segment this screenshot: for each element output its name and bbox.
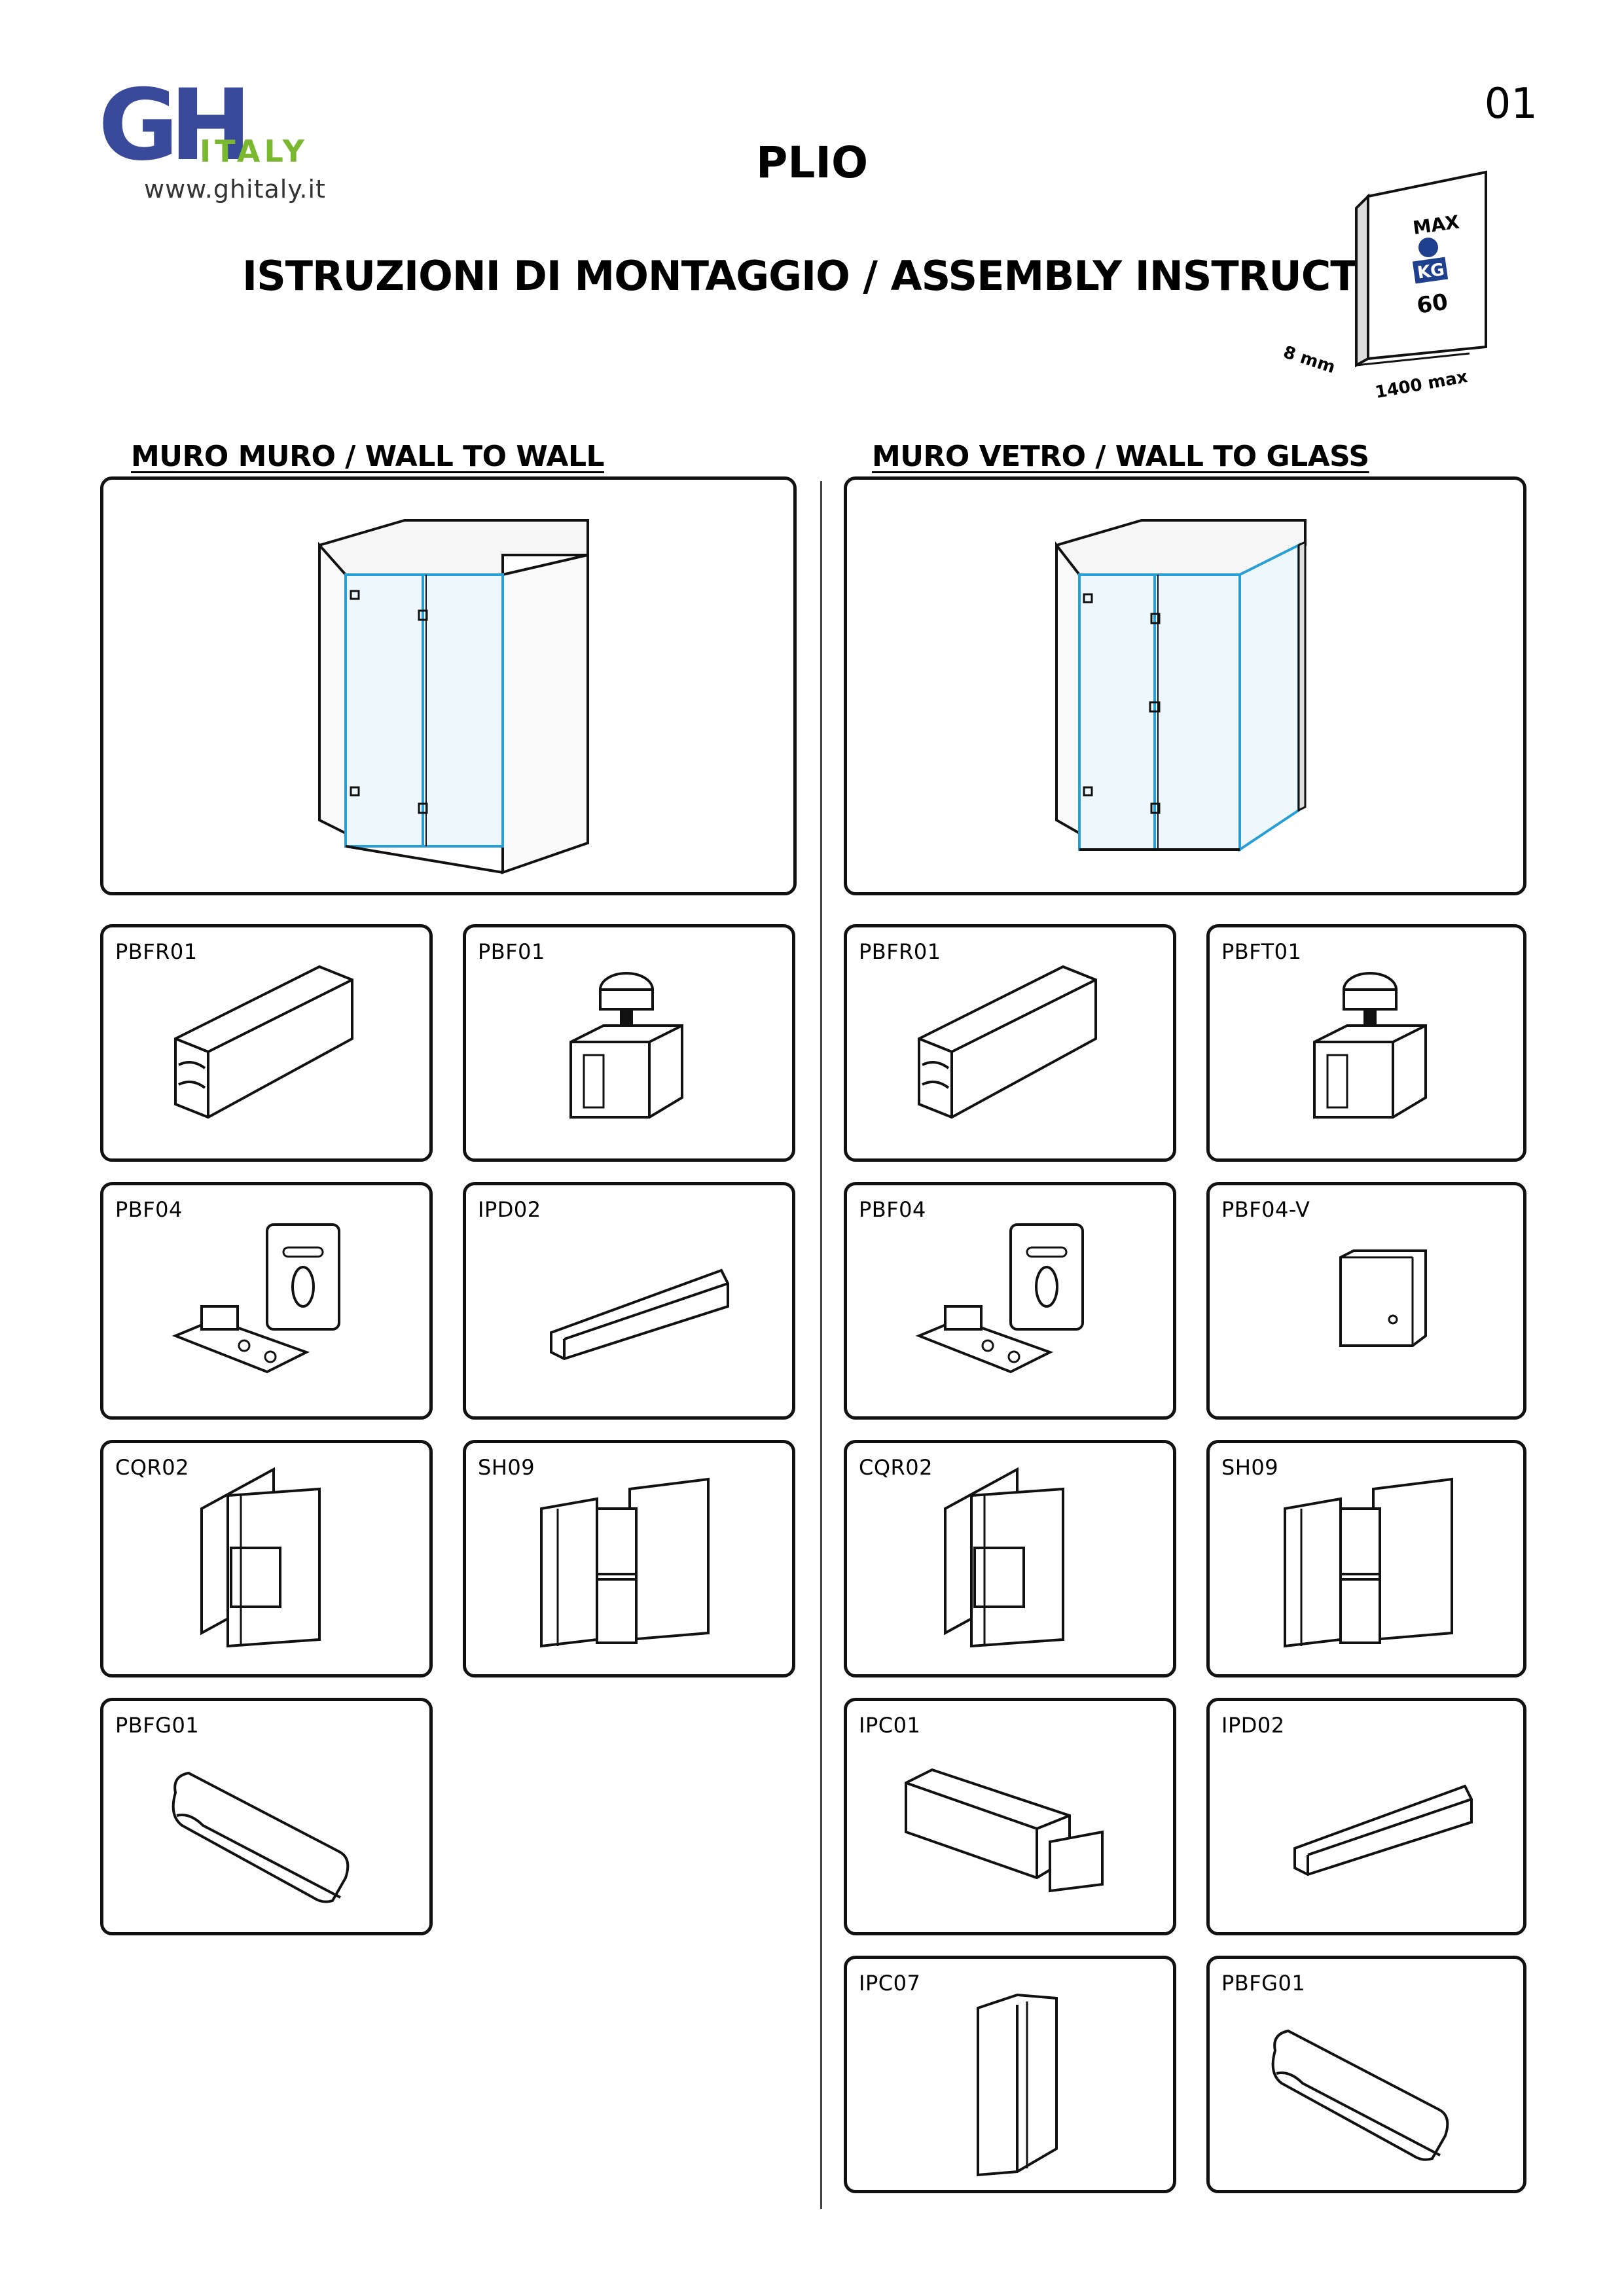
spec-unit: KG [1416,260,1445,283]
part-code: SH09 [478,1455,535,1480]
glass-to-glass-hinge-icon [1284,1477,1453,1648]
website-url[interactable]: www.ghitaly.it [144,175,326,204]
part-code: PBFR01 [115,939,198,964]
shower-wall-to-wall-illustration [318,519,589,874]
section-title-wall-to-glass: MURO VETRO / WALL TO GLASS [872,440,1369,473]
part-code: IPD02 [478,1197,541,1222]
glass-hinge-icon [200,1467,321,1648]
profile-rail-icon [918,965,1097,1119]
part-card[interactable]: PBFT01 [1206,924,1526,1162]
part-card[interactable]: CQR02 [844,1440,1176,1677]
part-code: SH09 [1221,1455,1279,1480]
glass-hinge-icon [944,1467,1064,1648]
shower-wall-to-glass-illustration [1055,519,1307,852]
u-channel-icon [905,1768,1104,1893]
wall-bracket-icon [171,1223,340,1374]
gasket-profile-icon [1271,2029,1449,2161]
part-code: PBFG01 [1221,1971,1306,1996]
svg-text:ITALY: ITALY [200,134,308,169]
part-card[interactable]: PBF04 [100,1182,433,1420]
part-code: CQR02 [859,1455,933,1480]
glass-block-icon [1339,1249,1427,1347]
part-code: PBF04 [115,1197,183,1222]
page-number: 01 [1484,80,1538,128]
part-card[interactable]: PBF04 [844,1182,1176,1420]
page-subtitle: ISTRUZIONI DI MONTAGGIO / ASSEMBLY INSTR… [242,252,1468,300]
overview-wall-to-glass [844,476,1526,895]
glass-to-glass-hinge-icon [540,1477,710,1648]
gasket-profile-icon [171,1771,350,1903]
part-card[interactable]: IPC07 [844,1956,1176,2193]
wall-bracket-icon [915,1223,1084,1374]
company-logo: GH ITALY www.ghitaly.it [98,82,340,204]
overview-wall-to-wall [100,476,797,895]
part-code: IPD02 [1221,1713,1285,1738]
section-title-wall-to-wall: MURO MURO / WALL TO WALL [131,440,605,473]
spec-weight: 60 [1415,289,1449,319]
part-card[interactable]: PBFR01 [844,924,1176,1162]
part-card[interactable]: IPD02 [1206,1698,1526,1935]
page-title: PLIO [755,137,869,188]
part-card[interactable]: IPC01 [844,1698,1176,1935]
part-code: PBFT01 [1221,939,1302,964]
part-code: PBFG01 [115,1713,200,1738]
part-card[interactable]: PBFG01 [1206,1956,1526,2193]
part-card[interactable]: PBFG01 [100,1698,433,1935]
seal-profile-icon [1293,1784,1473,1876]
part-card[interactable]: IPD02 [463,1182,795,1420]
part-code: PBF04-V [1221,1197,1310,1222]
part-card[interactable]: PBF01 [463,924,795,1162]
spec-width: 1400 max [1374,367,1470,403]
vertical-profile-icon [977,1993,1058,2177]
part-card[interactable]: SH09 [463,1440,795,1677]
part-code: IPC07 [859,1971,921,1996]
profile-rail-icon [174,965,353,1119]
part-card[interactable]: PBFR01 [100,924,433,1162]
part-card[interactable]: PBF04-V [1206,1182,1526,1420]
logo-graphic: GH ITALY [98,82,308,173]
part-code: PBF01 [478,939,545,964]
svg-text:GH: GH [98,82,243,173]
part-code: PBF04 [859,1197,926,1222]
part-code: CQR02 [115,1455,189,1480]
wheel-bracket-icon [1313,972,1427,1119]
wheel-bracket-icon [569,972,683,1119]
seal-profile-icon [550,1268,729,1361]
column-divider [820,481,822,2209]
spec-thickness: 8 mm [1283,342,1337,378]
glass-spec-badge: MAX KG 60 8 mm 1400 max [1283,170,1487,403]
part-code: IPC01 [859,1713,921,1738]
part-code: PBFR01 [859,939,941,964]
part-card[interactable]: SH09 [1206,1440,1526,1677]
part-card[interactable]: CQR02 [100,1440,433,1677]
